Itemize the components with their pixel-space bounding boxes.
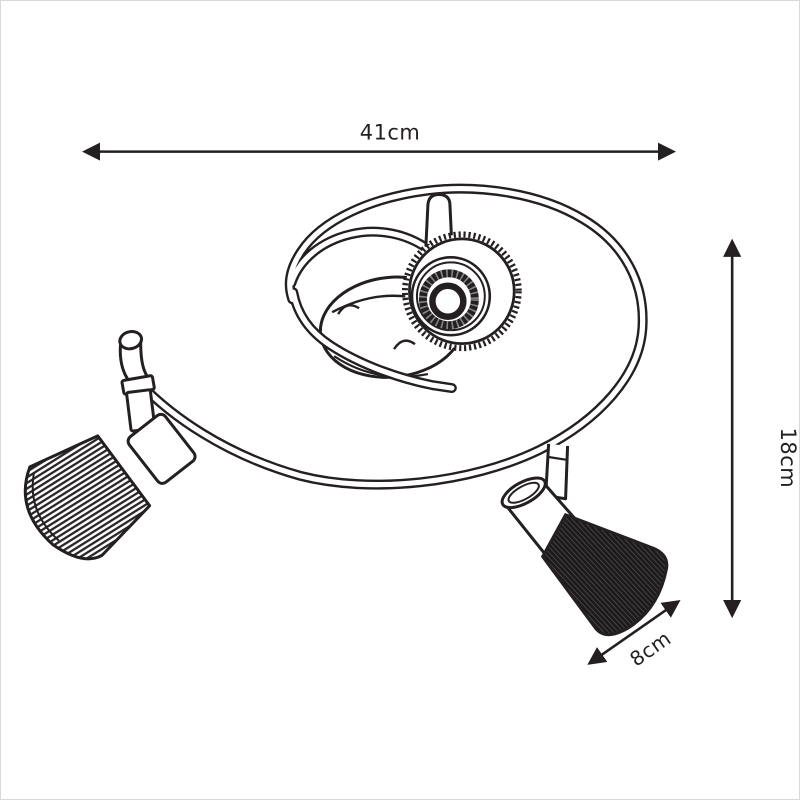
canopy-screw-bump (337, 304, 360, 315)
right-spotlight (500, 443, 669, 637)
right-neck-opening (500, 476, 547, 510)
knob-inner-knurl (418, 269, 479, 330)
height-dimension-label: 18cm (776, 428, 799, 489)
canopy-screw-bump (393, 339, 416, 350)
width-dimension-label: 41cm (360, 121, 421, 145)
socket-hole (429, 282, 467, 320)
right-lamp-shade (541, 513, 669, 637)
left-lamp-shade (23, 434, 152, 561)
knurled-adjustment-knob (401, 231, 522, 352)
left-shade-rim (31, 472, 60, 542)
head-dimension-arrow (587, 599, 681, 665)
left-arm-tip (118, 330, 144, 351)
left-spotlight (23, 330, 197, 561)
left-lamp-holder (126, 412, 197, 485)
center-stem (424, 193, 454, 247)
